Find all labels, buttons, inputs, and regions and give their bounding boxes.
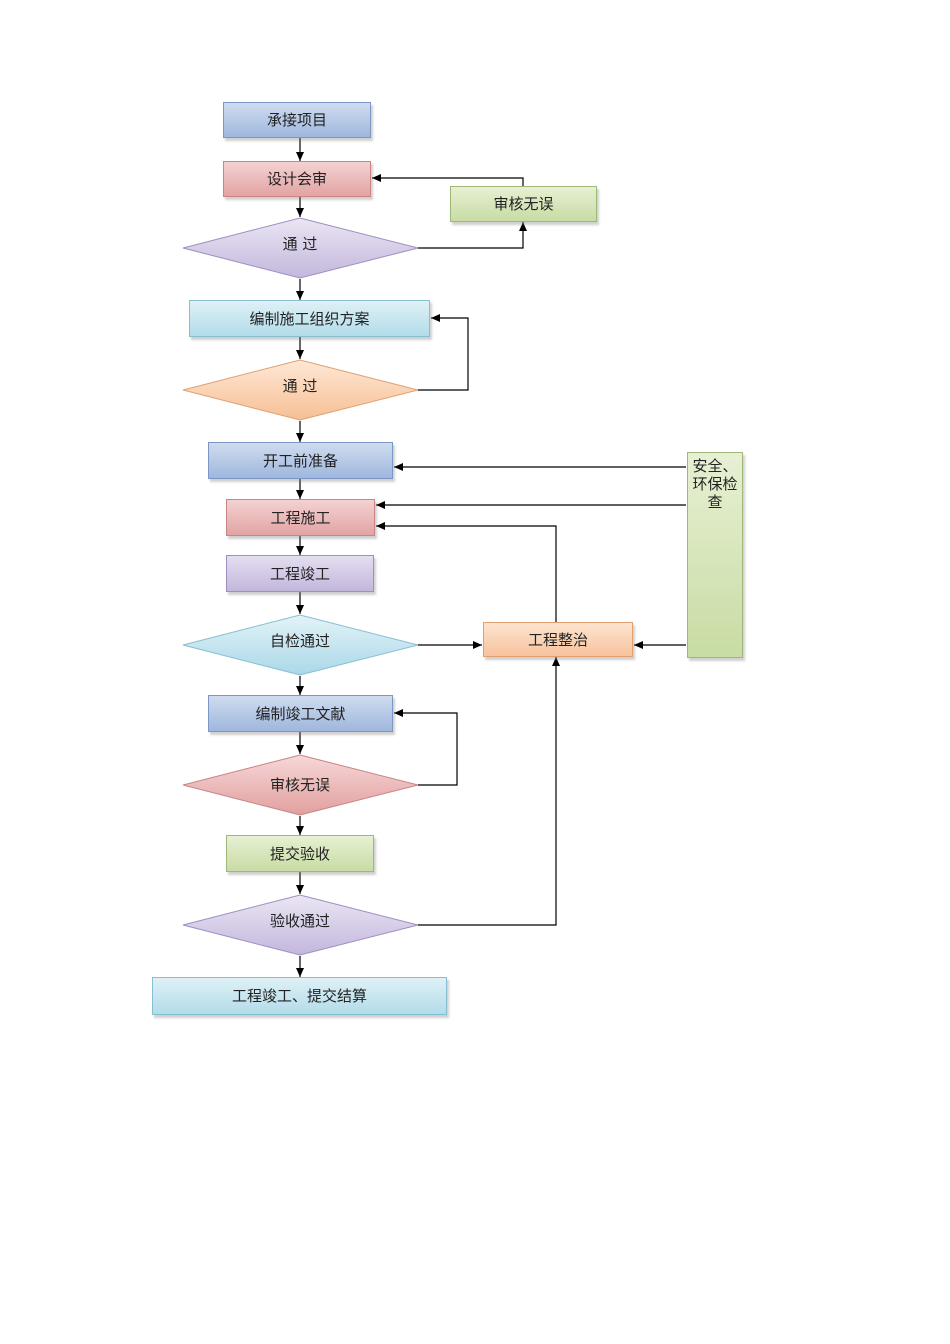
box-safety-check-label: 安全、环保检查 [692,457,738,511]
box-design-review: 设计会审 [223,161,371,197]
diamond-review-ok-2-label: 审核无误 [269,775,330,794]
box-preparation-label: 开工前准备 [262,451,338,470]
box-rectification: 工程整治 [483,622,633,657]
box-completion-label: 工程竣工 [269,564,330,583]
box-accept-project-label: 承接项目 [266,111,327,129]
diamond-self-check [182,614,419,676]
box-construction: 工程施工 [226,499,375,536]
box-compile-plan-label: 编制施工组织方案 [249,309,370,328]
diamond-pass-1-label: 通 过 [282,234,318,253]
box-construction-label: 工程施工 [270,508,331,527]
box-final-label: 工程竣工、提交结算 [231,987,367,1005]
box-review-ok-1-label: 审核无误 [493,195,554,213]
arrow-pass1-to-review1 [418,222,527,249]
box-compile-docs-label: 编制竣工文献 [255,704,346,723]
box-safety-check: 安全、环保检查 [687,452,743,658]
diamond-pass-1 [182,217,419,279]
box-compile-plan: 编制施工组织方案 [189,300,430,337]
diamond-acceptance-pass [182,894,419,956]
box-final: 工程竣工、提交结算 [152,977,447,1015]
box-accept-project: 承接项目 [223,102,371,138]
box-review-ok-1: 审核无误 [450,186,597,222]
arrow-review2-loop [394,709,458,786]
arrow-review1-to-design [372,174,524,186]
box-preparation: 开工前准备 [208,442,393,479]
diamond-pass-2 [182,359,419,421]
diamond-acceptance-pass-label: 验收通过 [269,911,330,930]
arrow-acceptance-to-rectification [418,657,560,926]
diamond-pass-2-label: 通 过 [282,376,318,395]
arrow-rectification-to-construction [376,522,557,622]
box-rectification-label: 工程整治 [527,630,588,649]
box-completion: 工程竣工 [226,555,374,592]
diamond-review-ok-2 [182,754,419,816]
diamond-self-check-label: 自检通过 [269,631,330,650]
box-submit-acceptance: 提交验收 [226,835,374,872]
box-submit-acceptance-label: 提交验收 [269,844,330,863]
box-compile-docs: 编制竣工文献 [208,695,393,732]
box-design-review-label: 设计会审 [266,170,327,188]
arrow-pass2-loop [418,314,469,391]
